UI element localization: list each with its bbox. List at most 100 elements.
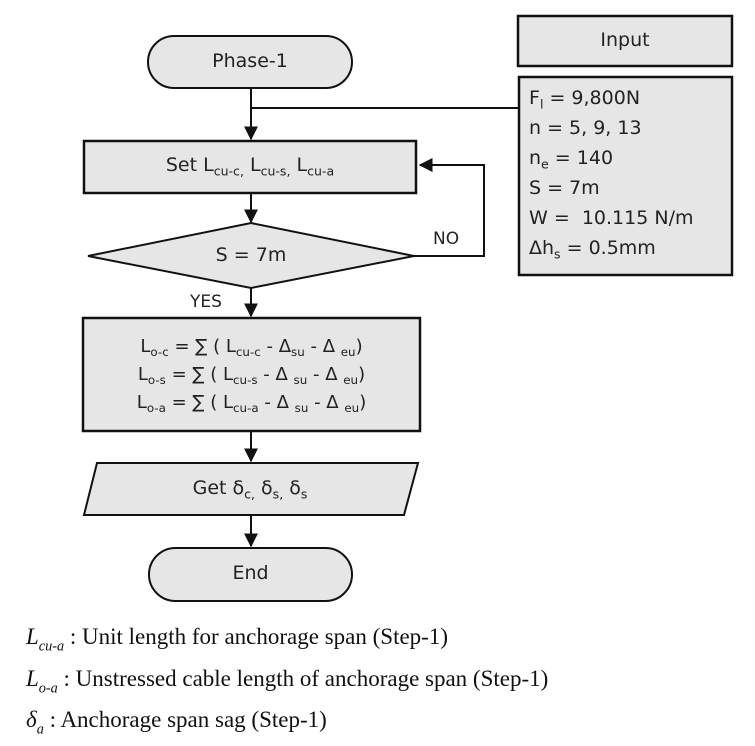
formula-line-3: Lo-a = ∑ ( Lcu-a - Δ su - Δ eu) [83,389,420,417]
output-item-2-sub: s, [272,486,284,502]
formula-2-m1-sub: su [293,373,308,388]
legend-text: : Unstressed cable length of anchorage s… [57,666,549,691]
param-value: = 9,800N [543,87,641,109]
formula-1-m2: - Δ [304,336,341,357]
yes-label: YES [190,292,222,312]
input-param: ne = 140 [529,143,693,173]
decision-label-text: S = 7m [215,244,287,266]
param-value: = 140 [548,147,614,169]
formula-3-close: ) [359,392,367,413]
param-base: W [529,207,548,229]
input-param: n = 5, 9, 13 [529,113,693,143]
formula-3-m1-sub: su [294,401,309,416]
param-base: n [529,147,542,169]
formula-3-eq: = ∑ ( [165,392,223,413]
formula-2-lhs-sub: o-s [147,373,166,388]
param-value: = 5, 9, 13 [541,117,642,139]
legend-symbol: δ [26,707,37,732]
output-item-1-sub: c, [244,486,255,502]
formula-2-m2: - Δ [307,364,344,385]
set-item-2-base: L [249,154,261,176]
formula-1-eq: = ∑ ( [168,336,226,357]
no-loop-connector [414,158,485,257]
end-label: End [149,562,352,584]
param-value: = 10.115 N/m [547,207,694,229]
input-params-list: Fl = 9,800N n = 5, 9, 13 ne = 140 S = 7m… [529,83,693,263]
legend-item-lo-a: Lo-a : Unstressed cable length of anchor… [26,666,549,696]
param-base: n [529,117,542,139]
input-params-box [517,75,734,277]
formula-line-1: Lo-c = ∑ ( Lcu-c - Δsu - Δ eu) [83,333,420,361]
input-param: Fl = 9,800N [529,83,693,113]
input-title-box [516,14,734,68]
param-sub: s [554,246,561,262]
output-step-label: Get δc, δs, δs [90,477,410,502]
formula-3-m2-sub: eu [344,401,360,416]
set-item-3-sub: cu-a [307,163,335,179]
set-item-1-sub: cu-c, [213,163,244,179]
formula-1-lhs-sub: o-c [150,345,169,360]
output-parallelogram [82,462,420,516]
legend-symbol-sub: o-a [38,680,58,697]
legend-item-lcu-a: Lcu-a : Unit length for anchorage span (… [26,624,448,654]
legend-symbol: L [26,666,39,691]
set-process-box [82,139,418,195]
param-value: = 7m [541,177,600,199]
formula-1-l-sub: cu-c [235,345,261,360]
legend-symbol-sub: a [36,721,44,738]
start-label-text: Phase-1 [212,50,288,72]
set-item-2: Lcu-s, [249,154,291,179]
formula-2-m1: - Δ [257,364,294,385]
formula-1-l: L [225,336,236,357]
decision-label: S = 7m [88,244,414,266]
set-item-1-base: L [203,154,214,176]
set-step-label: Set Lcu-c, Lcu-s, Lcu-a [84,154,416,179]
input-title: Input [518,29,732,51]
no-label: NO [433,229,460,249]
compute-formulas: Lo-c = ∑ ( Lcu-c - Δsu - Δ eu) Lo-s = ∑ … [83,333,420,417]
param-base: Δh [529,237,555,259]
param-sub: e [541,156,549,172]
output-item-3-base: δ [283,477,301,499]
compute-process-box [81,316,422,433]
legend-text: : Unit length for anchorage span (Step-1… [64,624,448,649]
set-item-2-sub: cu-s, [260,163,291,179]
set-item-3-base: L [296,154,308,176]
input-param: Δhs = 0.5mm [529,233,693,263]
formula-line-2: Lo-s = ∑ ( Lcu-s - Δ su - Δ eu) [83,361,420,389]
formula-3-l: L [223,392,234,413]
formula-1-m1-sub: su [291,345,305,360]
legend-symbol-sub: cu-a [38,638,65,655]
formula-1-lhs: L [140,336,151,357]
formula-2-m2-sub: eu [343,373,359,388]
output-item-1-base: δ [232,477,245,499]
output-prefix: Get [192,477,233,499]
formula-2-close: ) [358,364,366,385]
end-terminator [148,547,353,602]
legend-item-delta-a: δa : Anchorage span sag (Step-1) [26,707,327,737]
output-item-3-sub: s [300,486,308,502]
param-base: F [529,87,540,109]
input-param: S = 7m [529,173,693,203]
formula-3-lhs: L [136,392,147,413]
formula-3-lhs-sub: o-a [146,401,166,416]
formula-1-close: ) [355,336,363,357]
formula-2-l-sub: cu-s [233,373,258,388]
formula-2-eq: = ∑ ( [165,364,223,385]
set-prefix: Set [165,154,204,176]
start-label: Phase-1 [148,50,352,72]
output-item-2-base: δ [255,477,273,499]
set-item-1: Lcu-c, [203,154,244,179]
set-item-3: Lcu-a [296,154,335,179]
formula-3-m1: - Δ [258,392,295,413]
legend-symbol: L [26,624,39,649]
formula-1-m1: - Δ [260,336,292,357]
formula-2-lhs: L [137,364,148,385]
legend-text: : Anchorage span sag (Step-1) [43,707,327,732]
param-value: = 0.5mm [560,237,656,259]
param-sub: l [539,96,544,112]
formula-2-l: L [223,364,234,385]
param-base: S [529,177,542,199]
input-title-text: Input [600,29,650,51]
